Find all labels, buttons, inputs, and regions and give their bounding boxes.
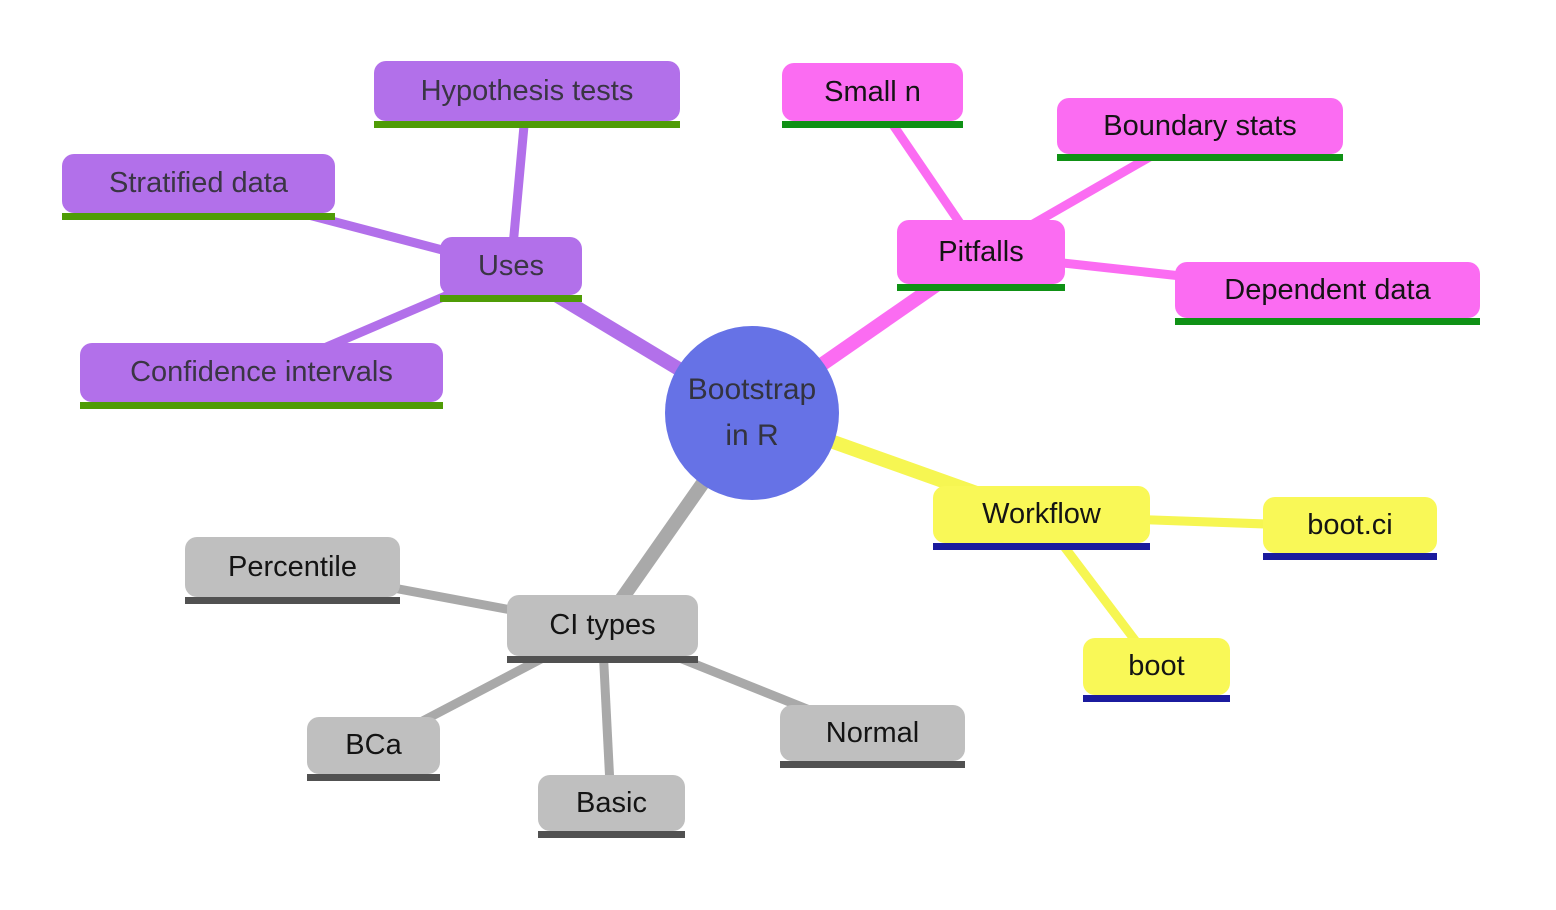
node-pitfalls: Pitfalls (897, 220, 1065, 291)
node-small-n-underline (782, 121, 963, 128)
node-bca-label: BCa (345, 729, 402, 761)
node-percentile: Percentile (185, 537, 400, 604)
node-pitfalls-label: Pitfalls (938, 235, 1024, 268)
node-small-n: Small n (782, 63, 963, 128)
node-bca-box: BCa (307, 717, 440, 774)
node-boot-ci-box: boot.ci (1263, 497, 1437, 553)
node-basic-underline (538, 831, 685, 838)
node-hypothesis-tests-box: Hypothesis tests (374, 61, 680, 121)
node-confidence-intervals: Confidence intervals (80, 343, 443, 409)
node-workflow-label: Workflow (982, 498, 1101, 530)
node-ci-types-label: CI types (549, 609, 656, 641)
node-confidence-intervals-label: Confidence intervals (130, 356, 393, 388)
node-pitfalls-underline (897, 284, 1065, 291)
node-boundary-stats: Boundary stats (1057, 98, 1343, 161)
node-boot: boot (1083, 638, 1230, 702)
node-boot-ci: boot.ci (1263, 497, 1437, 560)
node-boundary-stats-box: Boundary stats (1057, 98, 1343, 154)
node-normal: Normal (780, 705, 965, 768)
center-label-line1: Bootstrap (687, 372, 817, 406)
node-ci-types-box: CI types (507, 595, 698, 656)
node-confidence-intervals-underline (80, 402, 443, 409)
node-hypothesis-tests-label: Hypothesis tests (420, 74, 634, 107)
node-workflow-underline (933, 543, 1150, 550)
node-confidence-intervals-box: Confidence intervals (80, 343, 443, 402)
node-hypothesis-tests-underline (374, 121, 680, 128)
node-dependent-data-label: Dependent data (1224, 273, 1431, 306)
node-workflow: Workflow (933, 486, 1150, 550)
node-bca-underline (307, 774, 440, 781)
node-dependent-data-box: Dependent data (1175, 262, 1480, 318)
node-dependent-data-underline (1175, 318, 1480, 325)
node-normal-box: Normal (780, 705, 965, 761)
node-ci-types-underline (507, 656, 698, 663)
node-uses-label: Uses (477, 249, 545, 282)
node-stratified-data-box: Stratified data (62, 154, 335, 213)
node-pitfalls-box: Pitfalls (897, 220, 1065, 284)
node-stratified-data: Stratified data (62, 154, 335, 220)
node-hypothesis-tests: Hypothesis tests (374, 61, 680, 128)
node-center-bootstrap-in-r: Bootstrap in R (665, 326, 839, 500)
node-percentile-underline (185, 597, 400, 604)
center-label-line2: in R (725, 419, 779, 452)
node-ci-types: CI types (507, 595, 698, 663)
node-percentile-label: Percentile (228, 550, 357, 583)
node-basic-label: Basic (576, 786, 647, 819)
node-small-n-box: Small n (782, 63, 963, 121)
node-uses: Uses (440, 237, 582, 302)
node-boot-underline (1083, 695, 1230, 702)
node-boundary-stats-label: Boundary stats (1103, 109, 1297, 142)
node-percentile-box: Percentile (185, 537, 400, 597)
node-uses-underline (440, 295, 582, 302)
node-basic: Basic (538, 775, 685, 838)
node-boot-ci-label: boot.ci (1307, 508, 1393, 541)
node-stratified-data-label: Stratified data (109, 167, 288, 199)
node-stratified-data-underline (62, 213, 335, 220)
node-workflow-box: Workflow (933, 486, 1150, 543)
node-basic-box: Basic (538, 775, 685, 831)
node-normal-label: Normal (825, 716, 920, 749)
node-dependent-data: Dependent data (1175, 262, 1480, 325)
node-bca: BCa (307, 717, 440, 781)
node-boot-box: boot (1083, 638, 1230, 695)
node-small-n-label: Small n (824, 75, 921, 108)
node-boot-ci-underline (1263, 553, 1437, 560)
node-boundary-stats-underline (1057, 154, 1343, 161)
node-boot-label: boot (1128, 650, 1185, 682)
node-normal-underline (780, 761, 965, 768)
node-uses-box: Uses (440, 237, 582, 295)
